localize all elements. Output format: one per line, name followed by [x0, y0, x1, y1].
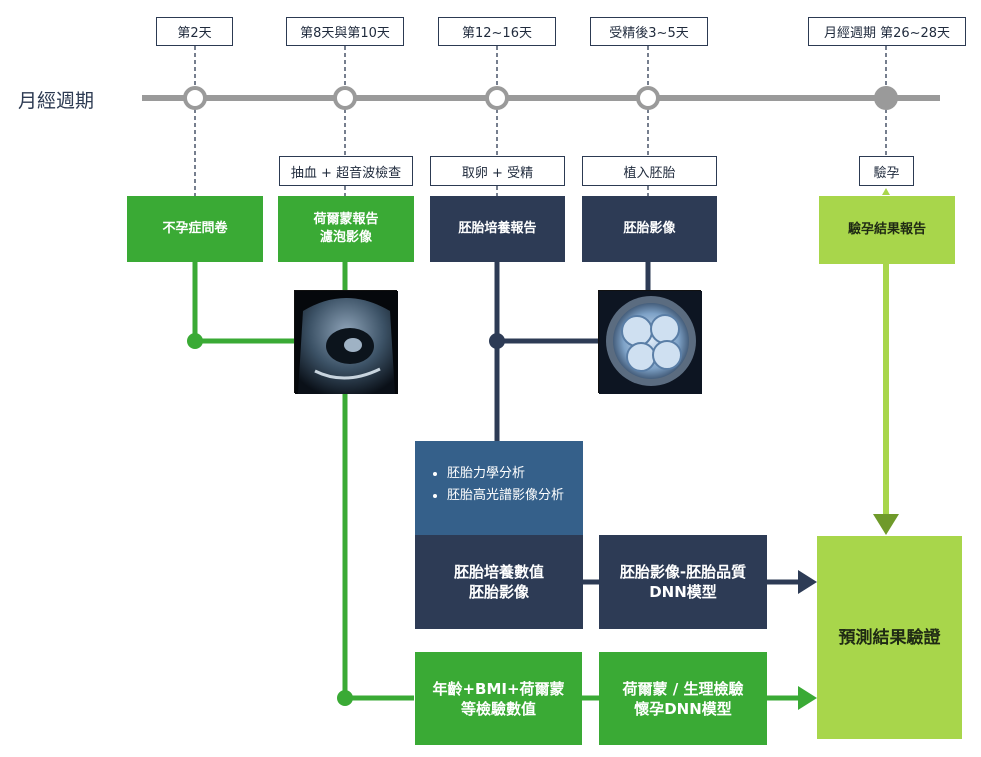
ultrasound-image — [294, 290, 398, 394]
junction-dot — [489, 333, 505, 349]
prediction-result-box: 預測結果驗證 — [817, 536, 962, 739]
day-tag: 月經週期 第26~28天 — [808, 17, 966, 46]
procedure-tag: 取卵 + 受精 — [430, 156, 565, 186]
arrow-head — [873, 514, 899, 535]
procedure-tag: 植入胚胎 — [582, 156, 717, 186]
timeline-node-filled — [874, 86, 898, 110]
embryo-culture-report-box: 胚胎培養報告 — [430, 196, 565, 262]
clinical-values-box: 年齡+BMI+荷爾蒙 等檢驗數值 — [415, 652, 582, 745]
hormone-dnn-model-box: 荷爾蒙 / 生理檢驗 懷孕DNN模型 — [599, 652, 767, 745]
timeline-node — [485, 86, 509, 110]
timeline-node — [333, 86, 357, 110]
procedure-tag: 驗孕 — [859, 156, 914, 186]
day-tag: 第8天與第10天 — [286, 17, 404, 46]
analysis-panel: 胚胎力學分析 胚胎高光譜影像分析 — [415, 441, 583, 535]
pregnancy-report-box: 驗孕結果報告 — [819, 196, 955, 264]
arrow-head — [798, 570, 817, 594]
embryo-dnn-model-box: 胚胎影像-胚胎品質 DNN模型 — [599, 535, 767, 629]
timeline-node — [636, 86, 660, 110]
analysis-bullet: 胚胎高光譜影像分析 — [447, 485, 573, 507]
questionnaire-box: 不孕症問卷 — [127, 196, 263, 262]
day-tag: 第12~16天 — [438, 17, 556, 46]
junction-dot — [337, 690, 353, 706]
timeline-nodes — [183, 86, 898, 110]
timeline-node — [183, 86, 207, 110]
analysis-bullet: 胚胎力學分析 — [447, 463, 573, 485]
embryo-image-box: 胚胎影像 — [582, 196, 717, 262]
arrow-head — [882, 188, 890, 195]
day-tag: 第2天 — [156, 17, 233, 46]
procedure-tag: 抽血 + 超音波檢查 — [279, 156, 413, 186]
dashed-guides — [194, 46, 887, 196]
arrow-head — [798, 686, 817, 710]
hormone-follicle-box: 荷爾蒙報告 濾泡影像 — [278, 196, 414, 262]
junction-dot — [187, 333, 203, 349]
embryo-values-box: 胚胎培養數值 胚胎影像 — [415, 535, 583, 629]
embryo-image — [598, 290, 702, 394]
day-tag: 受精後3~5天 — [590, 17, 708, 46]
timeline-label: 月經週期 — [18, 90, 95, 112]
